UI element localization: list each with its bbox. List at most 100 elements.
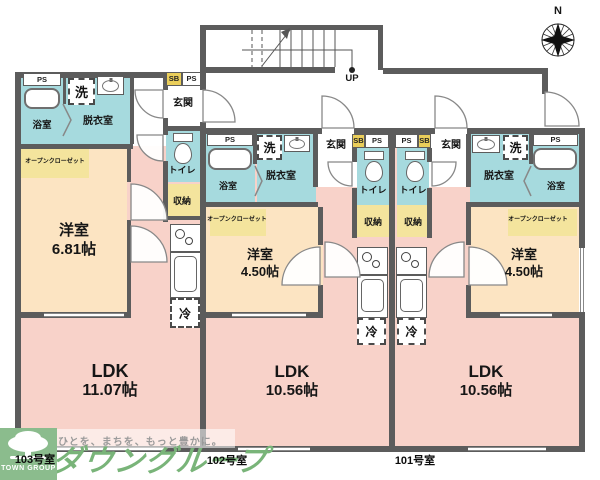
wall [200,122,206,452]
kitchen-sink [400,279,423,312]
sb-text: SB [168,74,180,84]
window [238,447,310,451]
room-label-open-closet: オープンクローゼット [508,217,568,223]
kitchen-sink [174,256,197,292]
wall [466,285,471,315]
door-arc [434,95,468,129]
wall [163,131,168,135]
wall [542,68,548,94]
wash-basin [472,135,500,153]
room-label-entrance: 玄関 [326,140,346,151]
bathtub [24,88,60,109]
toilet-fixture [171,133,195,164]
ldk-size-103: 11.07帖 [82,382,138,399]
room-label-bath: 浴室 [32,120,52,131]
room-label-storage: 収納 [363,217,382,227]
ps-text: PS [36,74,47,84]
room-label-ldk: LDK [468,362,504,381]
counter-divider [171,251,200,253]
room-label-dressing: 脱衣室 [484,171,514,182]
ps-text: PS [186,74,197,84]
room-label-toilet: トイレ [359,185,387,195]
tree-base [10,456,46,459]
toilet-bowl [406,160,424,182]
room-label-entrance: 玄関 [173,98,193,109]
tree-trunk [25,450,31,457]
wall [163,126,200,131]
wall [15,72,21,452]
washer-space: 洗 [503,135,528,160]
room-label-open-closet: オープンクローゼット [25,159,85,165]
kitchen-sink [361,279,384,312]
shoe-box: SB [166,72,182,86]
unit-number-102: 102号室 [206,455,248,467]
room-label-toilet: トイレ [399,185,427,195]
wall [313,134,318,187]
room-label-ldk: LDK [274,362,310,381]
wall [253,134,257,164]
stairs [242,29,353,70]
wall [383,68,545,74]
stove-burner [411,260,419,268]
sb-text: SB [353,136,364,146]
storage-103 [166,184,200,216]
room-label-ldk: LDK [91,361,129,381]
ps-label-box: PS [533,134,578,146]
wall [427,188,432,238]
room-label-dressing: 脱衣室 [83,116,113,127]
brand-logo: TOWN GROUP [0,428,57,480]
fridge-text: 冷 [405,325,418,339]
bedroom-size-101: 4.50帖 [504,264,544,279]
door-arc [544,91,580,127]
toilet-tank [405,151,425,161]
washer-text: 洗 [263,141,276,155]
stove-burner [401,252,411,262]
washer-text: 洗 [74,85,88,100]
room-label-storage: 収納 [172,196,191,206]
room-label-bedroom: 洋室 [246,247,273,262]
wall [130,78,134,144]
room-label-bath: 浴室 [546,181,565,191]
wall [352,148,357,162]
wash-basin [284,135,310,152]
wall [318,285,323,315]
wall [163,216,200,220]
washer-space: 洗 [257,135,282,160]
kitchen-counter [357,247,388,318]
stairs-up-label: UP [345,73,359,84]
sliding-door [232,313,306,317]
toilet-fixture [403,151,427,182]
toilet-tank [173,133,193,143]
unit-number-101: 101号室 [394,455,436,467]
room-label-storage: 収納 [403,217,422,227]
brand-tagline: ひとを、まちを、もっと豊かに。 [58,437,223,448]
toilet-bowl [174,142,192,164]
wall [467,128,585,134]
wall [352,188,357,238]
ps-text: PS [550,135,561,145]
washer-space: 洗 [68,78,95,105]
fridge-text: 冷 [365,325,378,339]
open-closet-103 [21,149,89,178]
wall [200,67,335,73]
bathtub [208,148,252,170]
stove-burner [185,237,193,245]
ps-text: PS [371,136,382,146]
wall [529,134,533,164]
ps-label-box: PS [207,134,253,146]
wall [466,202,579,207]
toilet-fixture [362,151,386,182]
wall [163,118,168,128]
wall [200,25,206,90]
ps-label-box: PS [365,134,389,148]
room-label-bath: 浴室 [218,181,237,191]
wall [21,144,133,149]
washer-text: 洗 [509,141,522,155]
wall [579,134,585,248]
fridge-space: 冷 [170,298,200,328]
open-closet-101 [508,209,577,236]
wall [200,128,322,134]
counter-divider [397,274,426,276]
sb-text: SB [419,136,430,146]
